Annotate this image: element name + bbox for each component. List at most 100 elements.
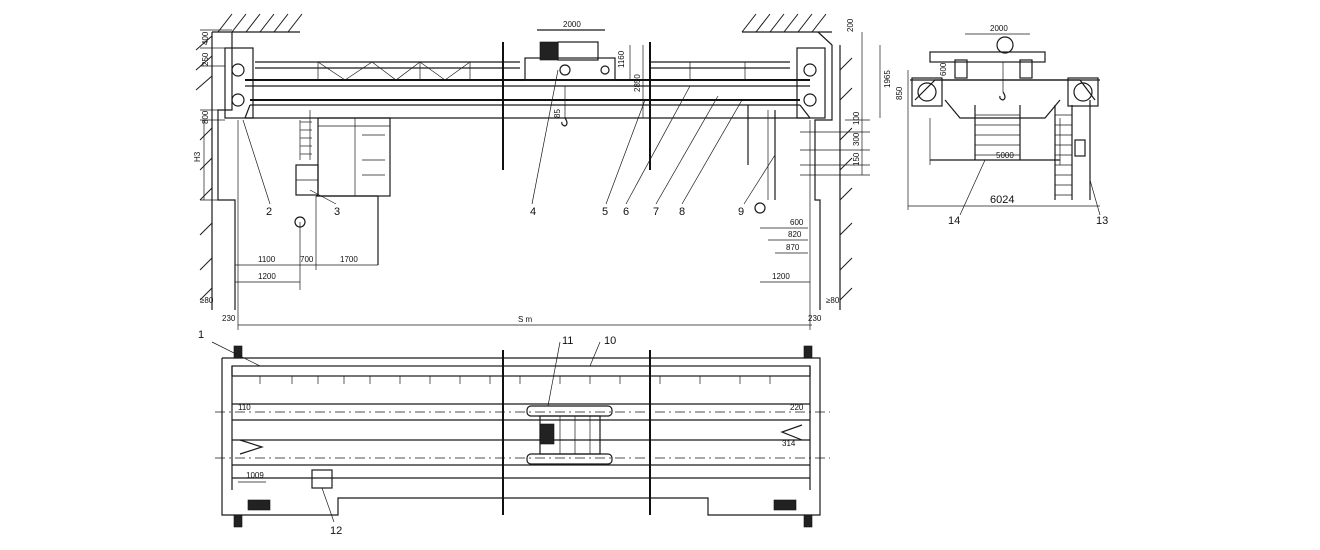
dim-300: 300	[852, 132, 861, 146]
dim-400: 400	[201, 31, 210, 45]
side-dim-2000: 2000	[990, 24, 1008, 33]
wheel-right-lower-icon	[803, 93, 817, 107]
dim-600: 600	[790, 218, 804, 227]
dim-1100: 1100	[258, 255, 276, 264]
side-girder-outline	[914, 79, 1096, 101]
dim-1160: 1160	[617, 50, 626, 68]
plan-wheel-tr-icon	[803, 345, 813, 359]
dim-1200-left: 1200	[258, 272, 276, 281]
callout-6: 6	[623, 206, 629, 218]
callout-7: 7	[653, 206, 659, 218]
plan-walkway-posts	[259, 376, 771, 384]
plan-dim-220: 220	[790, 403, 804, 412]
side-dim-5000: 5000	[996, 151, 1014, 160]
plan-buffer-left	[239, 439, 264, 455]
dim-800: 800	[201, 110, 210, 124]
dim-h3: H3	[193, 151, 202, 162]
plan-drive-left-icon	[247, 499, 271, 511]
dim-820: 820	[788, 230, 802, 239]
dim-85: 85	[553, 109, 562, 118]
dim-span: S m	[518, 315, 533, 324]
plan-leader-11	[547, 341, 561, 407]
side-ladder-center	[974, 105, 1021, 160]
side-end-carriage-right	[1067, 77, 1099, 107]
wall-hatch-top-left	[212, 13, 303, 33]
plan-view: 110 220 314 1009 1 10 11 12	[198, 329, 830, 537]
plan-dim-1009: 1009	[246, 471, 264, 480]
callout-5: 5	[602, 206, 608, 218]
side-motor-left	[954, 59, 968, 79]
dim-100: 100	[852, 111, 861, 125]
hook-icon	[561, 117, 568, 127]
wheel-left-lower-icon	[231, 93, 245, 107]
right-vertical-dims	[800, 32, 881, 176]
side-ladder-right	[1054, 100, 1091, 200]
dim-2850: 2850	[633, 74, 642, 92]
plan-trolley	[526, 405, 613, 465]
wheel-right-icon	[803, 63, 817, 77]
dim-150: 150	[852, 152, 861, 166]
side-dim-600: 600	[939, 62, 948, 76]
side-dim-850: 850	[895, 86, 904, 100]
plan-wheel-tl-icon	[233, 345, 243, 359]
callout-12: 12	[330, 525, 342, 537]
side-dim-6024: 6024	[990, 194, 1014, 206]
callout-10: 10	[604, 335, 616, 347]
plan-leader-10	[589, 341, 601, 367]
plan-leader-12	[321, 487, 335, 523]
ladder-left	[300, 121, 312, 155]
callout-14: 14	[948, 215, 960, 227]
dim-700: 700	[300, 255, 314, 264]
left-vertical-dims	[200, 29, 232, 201]
side-trolley-frame	[929, 51, 1046, 63]
wall-hatch-top-right	[741, 13, 832, 33]
side-hook-icon	[999, 91, 1006, 101]
plan-walkway-top	[231, 365, 811, 377]
callout-2: 2	[266, 206, 272, 218]
dim-870: 870	[786, 243, 800, 252]
dim-230-left: 230	[222, 314, 236, 323]
dim-80-left: ≥80	[200, 296, 214, 305]
operator-cab	[295, 110, 391, 265]
side-drum-icon	[996, 36, 1014, 54]
dim-80-right: ≥80	[826, 296, 840, 305]
side-girder-bottom	[944, 99, 1061, 119]
hook-limit-right-icon	[754, 202, 766, 214]
plan-dim-110: 110	[238, 403, 251, 412]
callout-1: 1	[198, 329, 204, 341]
side-wheel-right-icon	[1073, 82, 1093, 102]
wheel-left-icon	[231, 63, 245, 77]
plan-wheel-bl-icon	[233, 514, 243, 528]
callout-13: 13	[1096, 215, 1108, 227]
elevation-leaders	[242, 69, 776, 205]
callout-4: 4	[530, 206, 536, 218]
callout-9: 9	[738, 206, 744, 218]
right-column	[814, 31, 853, 310]
callout-3: 3	[334, 206, 340, 218]
side-end-carriage-left	[911, 77, 943, 107]
plan-wheel-br-icon	[803, 514, 813, 528]
walkway-railing	[255, 61, 790, 81]
side-motor-right	[1019, 59, 1033, 79]
plan-dim-314: 314	[782, 439, 796, 448]
callout-8: 8	[679, 206, 685, 218]
plan-leader-1	[211, 341, 261, 367]
end-carriage-right	[796, 47, 826, 119]
side-wheel-left-icon	[917, 82, 937, 102]
side-leader-14	[959, 159, 986, 216]
plan-outline	[221, 357, 821, 516]
dim-top-2000: 2000	[563, 20, 581, 29]
trolley	[524, 41, 616, 81]
main-girder	[244, 79, 811, 119]
plan-buffer-right	[780, 424, 803, 441]
left-column	[195, 32, 236, 310]
plan-drive-right-icon	[773, 499, 797, 511]
side-leader-13	[1089, 179, 1101, 216]
dim-1200-right: 1200	[772, 272, 790, 281]
callout-11: 11	[562, 335, 573, 347]
dim-200: 200	[846, 18, 855, 32]
elevation-view: 2000	[193, 13, 892, 330]
dim-1700: 1700	[340, 255, 358, 264]
end-carriage-left	[224, 47, 254, 119]
